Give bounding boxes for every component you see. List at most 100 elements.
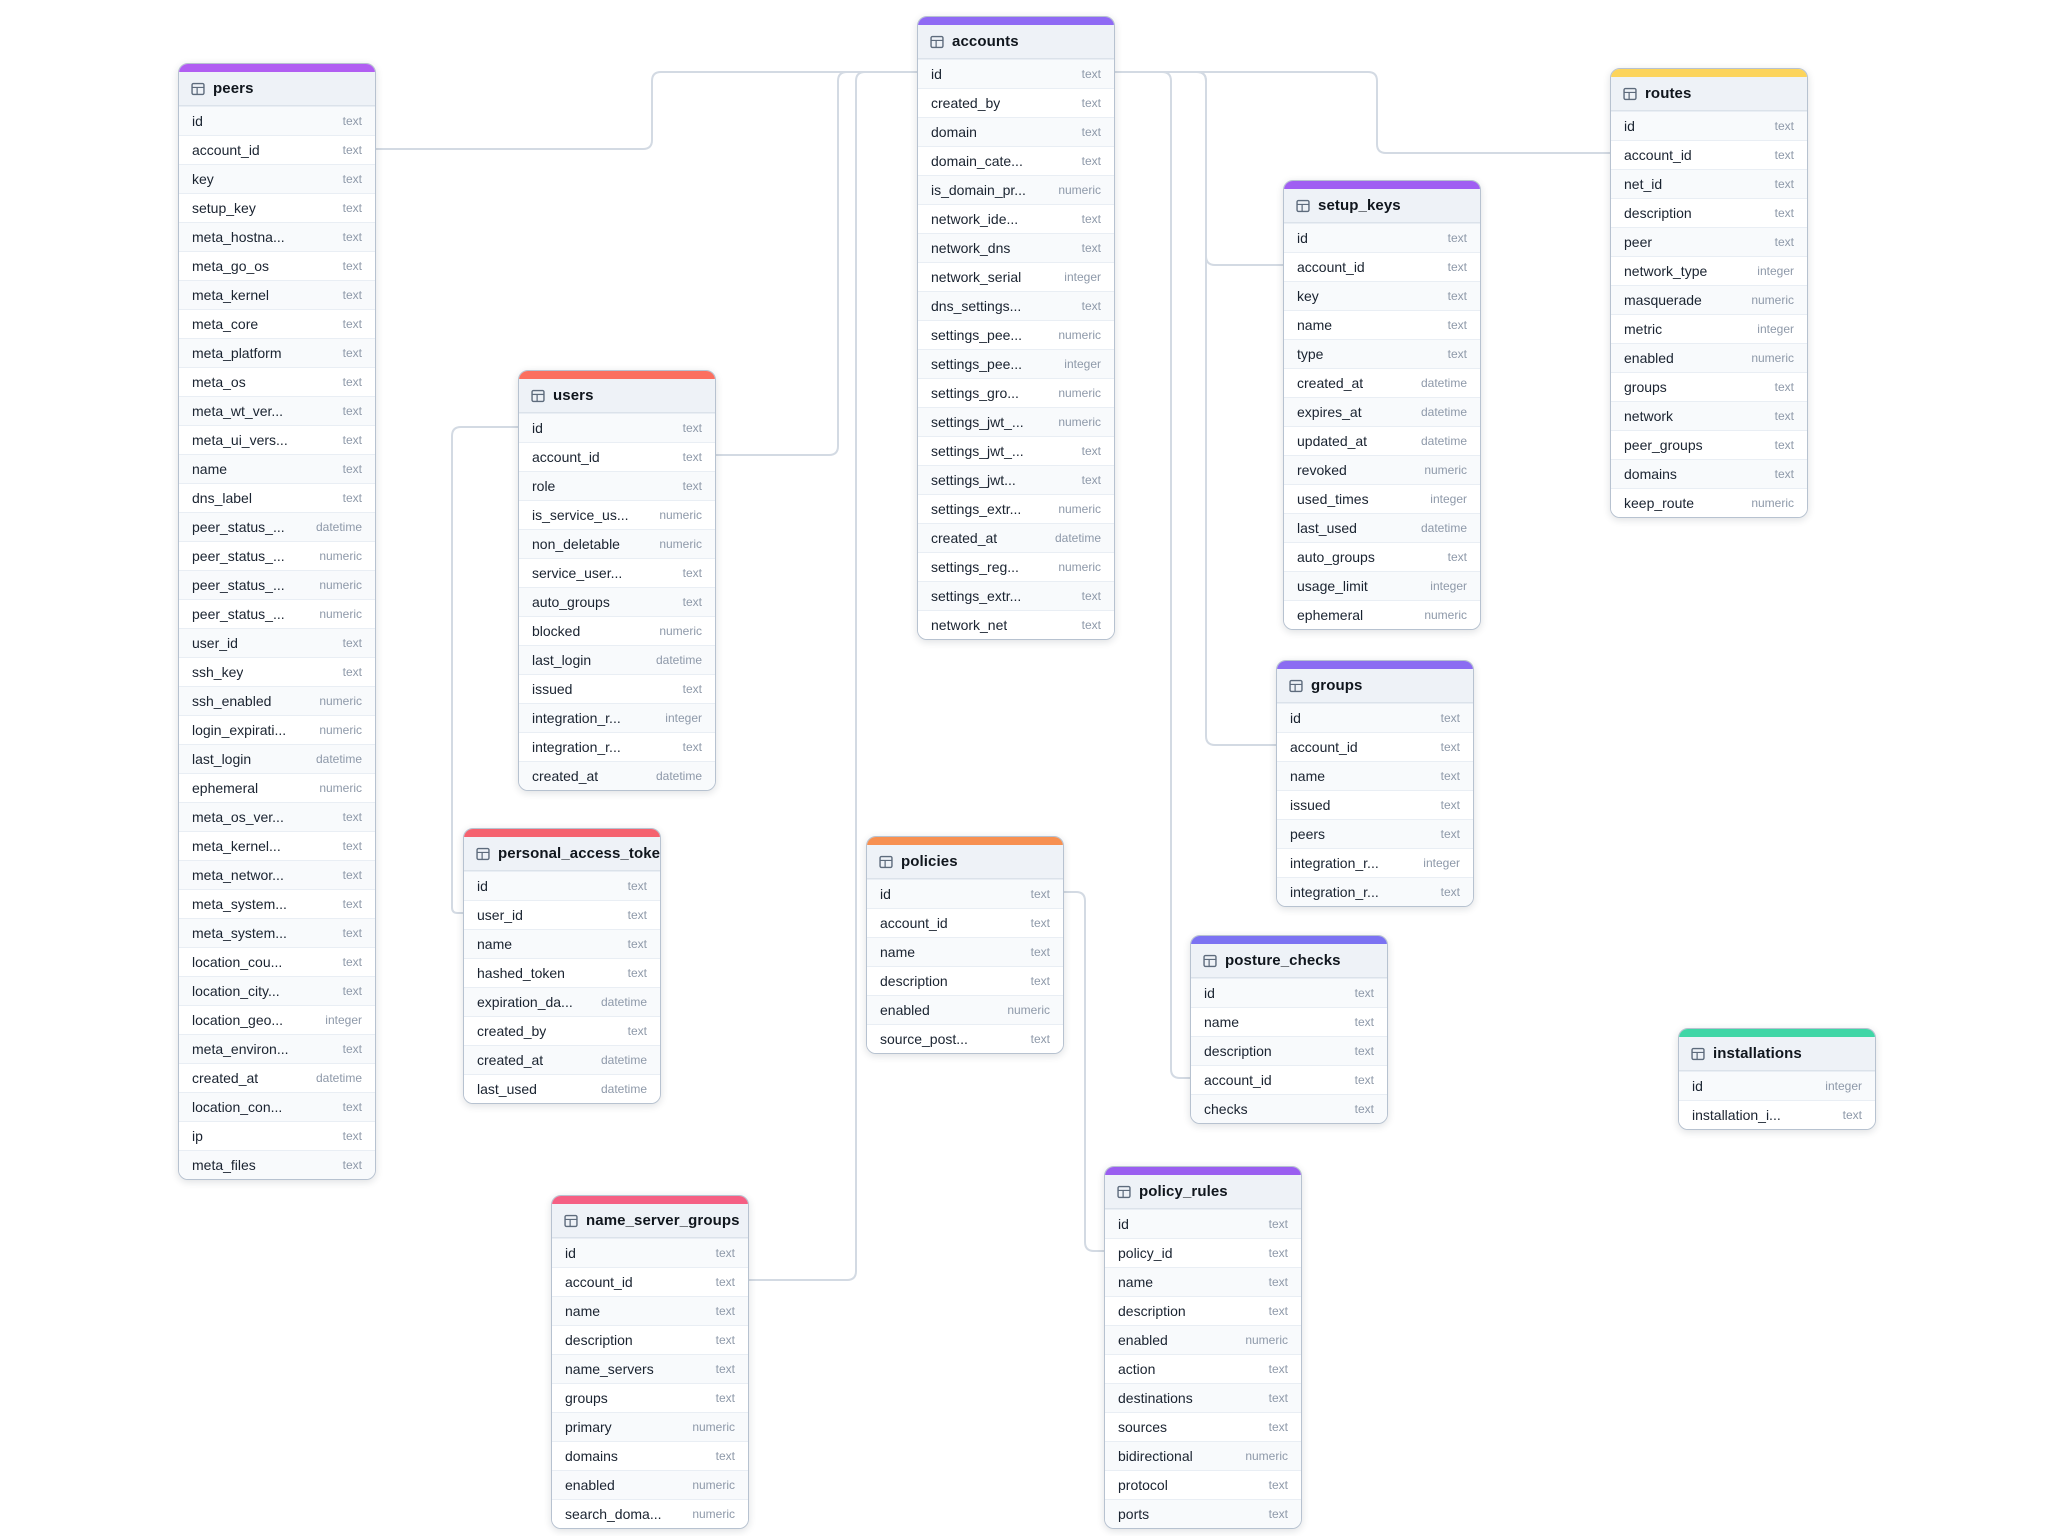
field-row-peers-meta-environ[interactable]: meta_environ...text: [179, 1034, 375, 1063]
table-header-routes[interactable]: routes: [1611, 77, 1807, 111]
field-row-peers-meta-wt-ver[interactable]: meta_wt_ver...text: [179, 396, 375, 425]
field-row-accounts-settings-jwt[interactable]: settings_jwt_...numeric: [918, 407, 1114, 436]
field-row-name-server-groups-search-doma[interactable]: search_doma...numeric: [552, 1499, 748, 1528]
field-row-accounts-settings-reg[interactable]: settings_reg...numeric: [918, 552, 1114, 581]
field-row-accounts-domain-cate[interactable]: domain_cate...text: [918, 146, 1114, 175]
table-header-policy-rules[interactable]: policy_rules: [1105, 1175, 1301, 1209]
table-header-policies[interactable]: policies: [867, 845, 1063, 879]
field-row-installations-installation-i[interactable]: installation_i...text: [1679, 1100, 1875, 1129]
field-row-peers-meta-kernel[interactable]: meta_kernel...text: [179, 831, 375, 860]
field-row-peers-login-expirati[interactable]: login_expirati...numeric: [179, 715, 375, 744]
field-row-accounts-settings-extr[interactable]: settings_extr...text: [918, 581, 1114, 610]
field-row-peers-meta-os-ver[interactable]: meta_os_ver...text: [179, 802, 375, 831]
field-row-peers-peer-status[interactable]: peer_status_...numeric: [179, 541, 375, 570]
field-row-accounts-settings-jwt[interactable]: settings_jwt_...text: [918, 436, 1114, 465]
field-row-peers-meta-ui-vers[interactable]: meta_ui_vers...text: [179, 425, 375, 454]
field-row-groups-integration-r[interactable]: integration_r...text: [1277, 877, 1473, 906]
table-header-users[interactable]: users: [519, 379, 715, 413]
field-row-peers-meta-system[interactable]: meta_system...text: [179, 889, 375, 918]
table-header-personal-access-tokens[interactable]: personal_access_tokens: [464, 837, 660, 871]
relationship-users-accounts[interactable]: [713, 71, 918, 456]
field-row-users-integration-r[interactable]: integration_r...integer: [519, 703, 715, 732]
field-row-peers-meta-system[interactable]: meta_system...text: [179, 918, 375, 947]
table-header-name-server-groups[interactable]: name_server_groups: [552, 1204, 748, 1238]
field-row-peers-location-con[interactable]: location_con...text: [179, 1092, 375, 1121]
field-row-groups-integration-r[interactable]: integration_r...integer: [1277, 848, 1473, 877]
field-row-peers-location-city[interactable]: location_city...text: [179, 976, 375, 1005]
field-row-accounts-settings-pee[interactable]: settings_pee...integer: [918, 349, 1114, 378]
relationship-policy_rules-policies[interactable]: [1061, 891, 1105, 1252]
relationship-name_server_groups-accounts[interactable]: [746, 71, 918, 1281]
table-header-peers[interactable]: peers: [179, 72, 375, 106]
field-row-peers-peer-status[interactable]: peer_status_...datetime: [179, 512, 375, 541]
table-header-installations[interactable]: installations: [1679, 1037, 1875, 1071]
field-row-peers-meta-hostna[interactable]: meta_hostna...text: [179, 222, 375, 251]
field-row-peers-location-geo[interactable]: location_geo...integer: [179, 1005, 375, 1034]
field-row-accounts-settings-extr[interactable]: settings_extr...numeric: [918, 494, 1114, 523]
field-row-accounts-dns-settings[interactable]: dns_settings...text: [918, 291, 1114, 320]
field-row-peers-location-cou[interactable]: location_cou...text: [179, 947, 375, 976]
